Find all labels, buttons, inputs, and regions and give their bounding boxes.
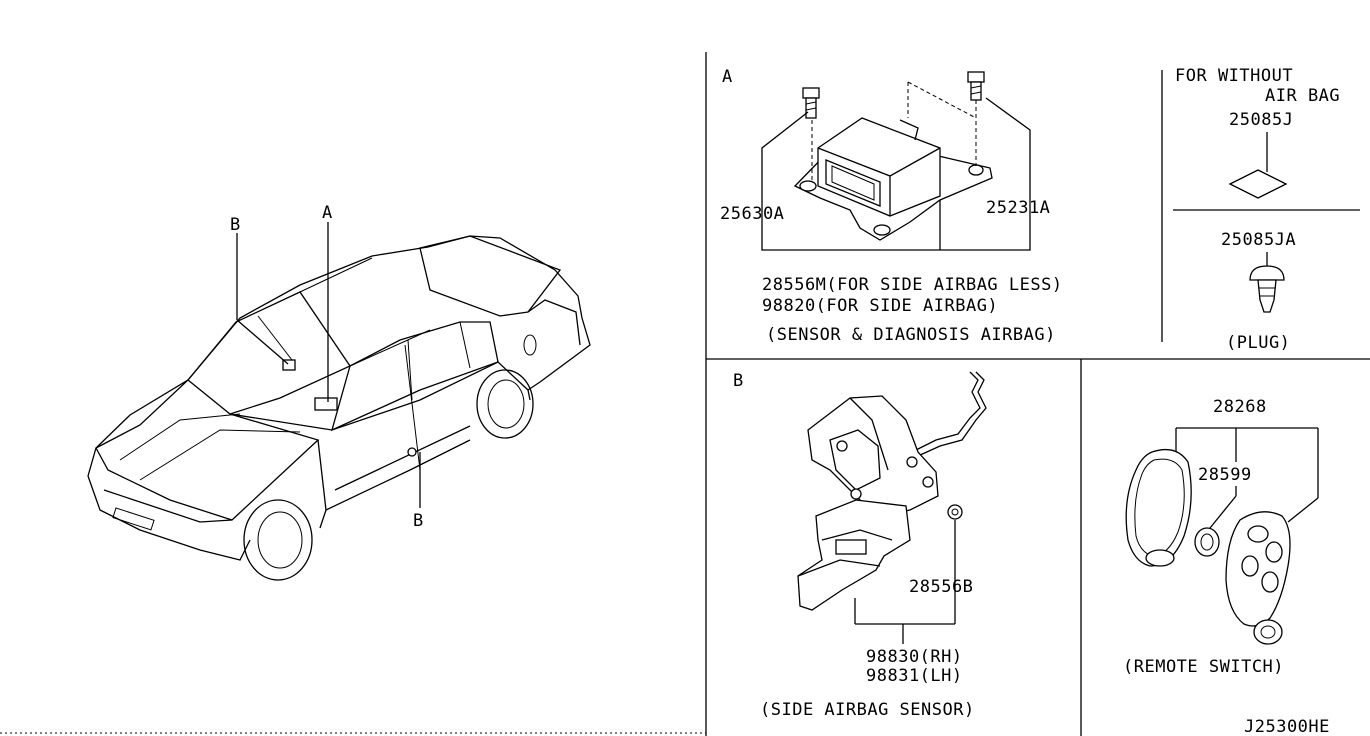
- panel-frame: [0, 52, 1370, 736]
- part-28556m: 28556M(FOR SIDE AIRBAG LESS): [762, 275, 1063, 295]
- remote-leaders: [1175, 427, 1319, 529]
- car-illustration: [87, 235, 591, 581]
- part-28599: 28599: [1198, 465, 1252, 485]
- callout-a: A: [322, 203, 333, 223]
- panel-b-leaders: [854, 520, 956, 644]
- panel-a-letter: A: [722, 67, 733, 87]
- plug-icon: [1249, 252, 1285, 313]
- part-25085ja: 25085JA: [1221, 230, 1296, 250]
- part-98820: 98820(FOR SIDE AIRBAG): [762, 296, 998, 316]
- plug-caption: (PLUG): [1226, 333, 1290, 353]
- callout-b-lower: B: [413, 511, 424, 531]
- without-heading-line2: AIR BAG: [1265, 86, 1340, 106]
- battery-icon: [1194, 527, 1220, 557]
- part-25630a: 25630A: [720, 204, 784, 224]
- part-28556b: 28556B: [909, 577, 973, 597]
- part-98831-lh: 98831(LH): [866, 666, 963, 686]
- without-heading-line1: FOR WITHOUT: [1175, 66, 1293, 86]
- panel-a-leaders: [761, 97, 1031, 251]
- panel-b-caption: (SIDE AIRBAG SENSOR): [760, 700, 975, 720]
- part-25231a: 25231A: [986, 198, 1050, 218]
- remote-caption: (REMOTE SWITCH): [1123, 657, 1284, 677]
- panel-a-caption: (SENSOR & DIAGNOSIS AIRBAG): [766, 325, 1056, 345]
- remote-case-icon: [1125, 448, 1192, 567]
- bolt-left-icon: [802, 87, 820, 119]
- diamond-label-icon: [1228, 169, 1288, 199]
- callout-b-upper: B: [230, 215, 241, 235]
- diagram-code: J25300HE: [1244, 717, 1330, 736]
- airbag-control-unit: [793, 81, 993, 241]
- part-98830-rh: 98830(RH): [866, 647, 963, 667]
- part-28268: 28268: [1213, 397, 1267, 417]
- car-callouts: [236, 222, 421, 508]
- remote-key-icon: [1225, 511, 1291, 645]
- panel-b-letter: B: [733, 371, 744, 391]
- side-airbag-sensor: [797, 371, 987, 611]
- bolt-right-icon: [967, 71, 985, 101]
- part-25085j: 25085J: [1229, 110, 1293, 130]
